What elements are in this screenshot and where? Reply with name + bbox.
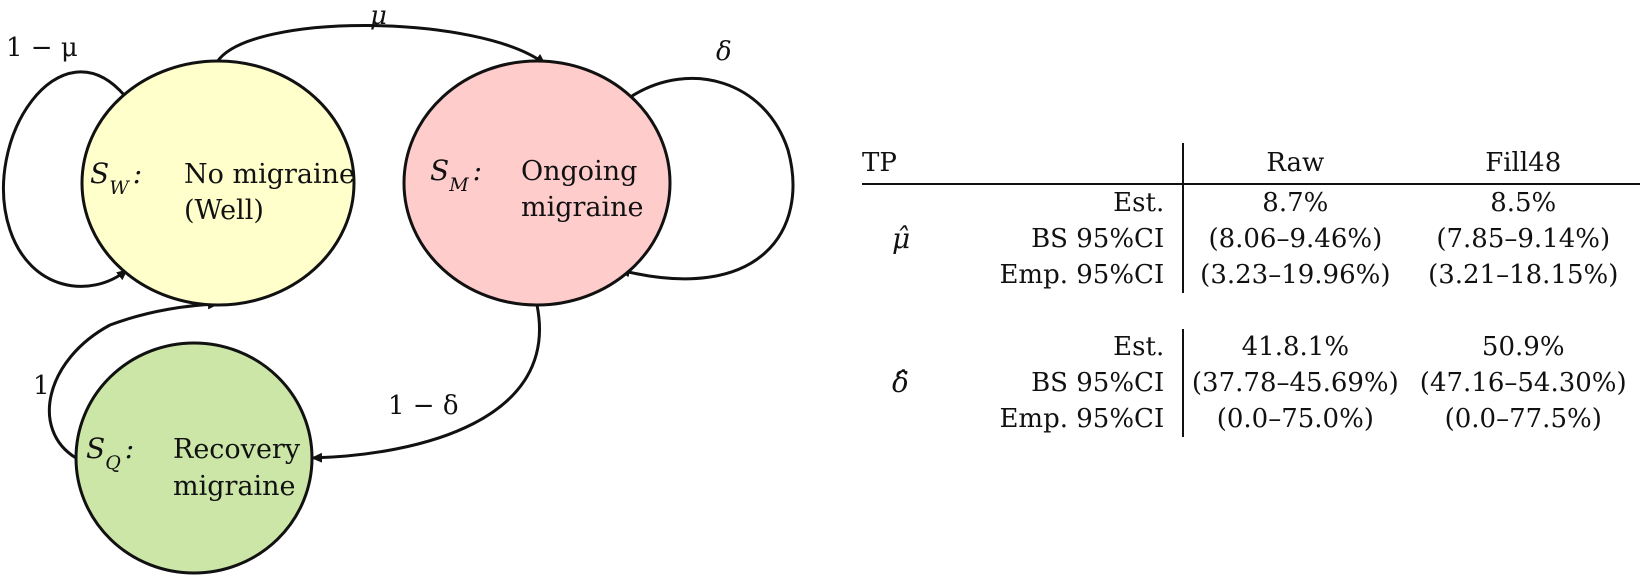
group-separator (862, 293, 1640, 329)
state-recovery-line2: migraine (173, 471, 296, 502)
edge-q-to-w (47, 299, 219, 460)
header-fill48: Fill48 (1406, 143, 1640, 185)
state-well-line2: (Well) (184, 195, 264, 226)
edge-w-self-loop (2, 70, 128, 288)
row-stat-label: Emp. 95%CI (999, 260, 1165, 290)
table-header-row: TP Raw Fill48 (862, 143, 1640, 185)
cell-fill48: (7.85–9.14%) (1436, 224, 1611, 254)
state-ongoing-symbol: S (430, 154, 449, 187)
state-well: SW: No migraine (Well) (80, 59, 356, 307)
group-symbol-delta-hat: δ̂ (892, 366, 909, 399)
row-stat-label: BS 95%CI (1031, 368, 1165, 398)
state-ongoing-subscript: M (448, 174, 469, 196)
state-recovery: SQ: Recovery migraine (74, 341, 314, 575)
svg-text:SM:: SM: (430, 154, 482, 196)
state-ongoing-line2: migraine (521, 192, 644, 223)
edge-label-w-to-m: μ (370, 1, 387, 31)
cell-fill48: (0.0–77.5%) (1444, 404, 1602, 434)
header-tp: TP (862, 143, 972, 185)
transition-probability-table: TP Raw Fill48 μ̂ Est. 8.7% 8.5% BS 95%CI… (862, 143, 1640, 437)
table-row: BS 95%CI (8.06–9.46%) (7.85–9.14%) (862, 221, 1640, 257)
table-row: Emp. 95%CI (3.23–19.96%) (3.21–18.15%) (862, 257, 1640, 293)
state-well-symbol: S (90, 157, 109, 190)
state-ongoing: SM: Ongoing migraine (402, 59, 672, 307)
table-row: δ̂ Est. 41.8.1% 50.9% (862, 329, 1640, 399)
edge-label-w-self: 1 − μ (6, 33, 78, 63)
edge-m-to-q (311, 304, 541, 463)
cell-fill48: (3.21–18.15%) (1428, 260, 1619, 290)
edge-m-self-loop (619, 76, 795, 281)
table-row: BS 95%CI (37.78–45.69%) (47.16–54.30%) (862, 365, 1640, 401)
row-stat-label: Est. (1113, 188, 1165, 218)
cell-raw: 8.7% (1182, 184, 1407, 221)
state-well-subscript: W (109, 177, 130, 199)
state-ongoing-line1: Ongoing (521, 156, 637, 187)
header-stat-spacer (971, 143, 1184, 185)
edge-label-m-to-q: 1 − δ (388, 391, 459, 421)
state-recovery-subscript: Q (105, 452, 121, 474)
header-raw: Raw (1182, 143, 1407, 185)
edge-w-to-m (215, 24, 546, 66)
edge-label-m-self: δ (716, 37, 732, 67)
edge-label-q-to-w: 1 (33, 371, 50, 401)
cell-raw: (8.06–9.46%) (1182, 221, 1407, 257)
cell-raw: (3.23–19.96%) (1182, 257, 1407, 293)
row-stat-label: Emp. 95%CI (999, 404, 1165, 434)
svg-text:SQ:: SQ: (86, 432, 134, 474)
cell-raw: (37.78–45.69%) (1182, 365, 1407, 401)
cell-fill48: 50.9% (1481, 332, 1565, 362)
cell-fill48: (47.16–54.30%) (1419, 368, 1627, 398)
state-well-line1: No migraine (184, 159, 355, 190)
cell-fill48: 8.5% (1490, 188, 1557, 218)
row-stat-label: BS 95%CI (1031, 224, 1165, 254)
cell-raw: 41.8.1% (1182, 329, 1407, 365)
row-stat-label: Est. (1113, 332, 1165, 362)
group-symbol-mu-hat: μ̂ (892, 222, 911, 255)
state-recovery-line1: Recovery (173, 434, 301, 465)
table-row: μ̂ Est. 8.7% 8.5% (862, 184, 1640, 255)
state-recovery-symbol: S (86, 432, 105, 465)
svg-text:SW:: SW: (90, 157, 142, 199)
table-row: Emp. 95%CI (0.0–75.0%) (0.0–77.5%) (862, 401, 1640, 437)
cell-raw: (0.0–75.0%) (1182, 401, 1407, 437)
